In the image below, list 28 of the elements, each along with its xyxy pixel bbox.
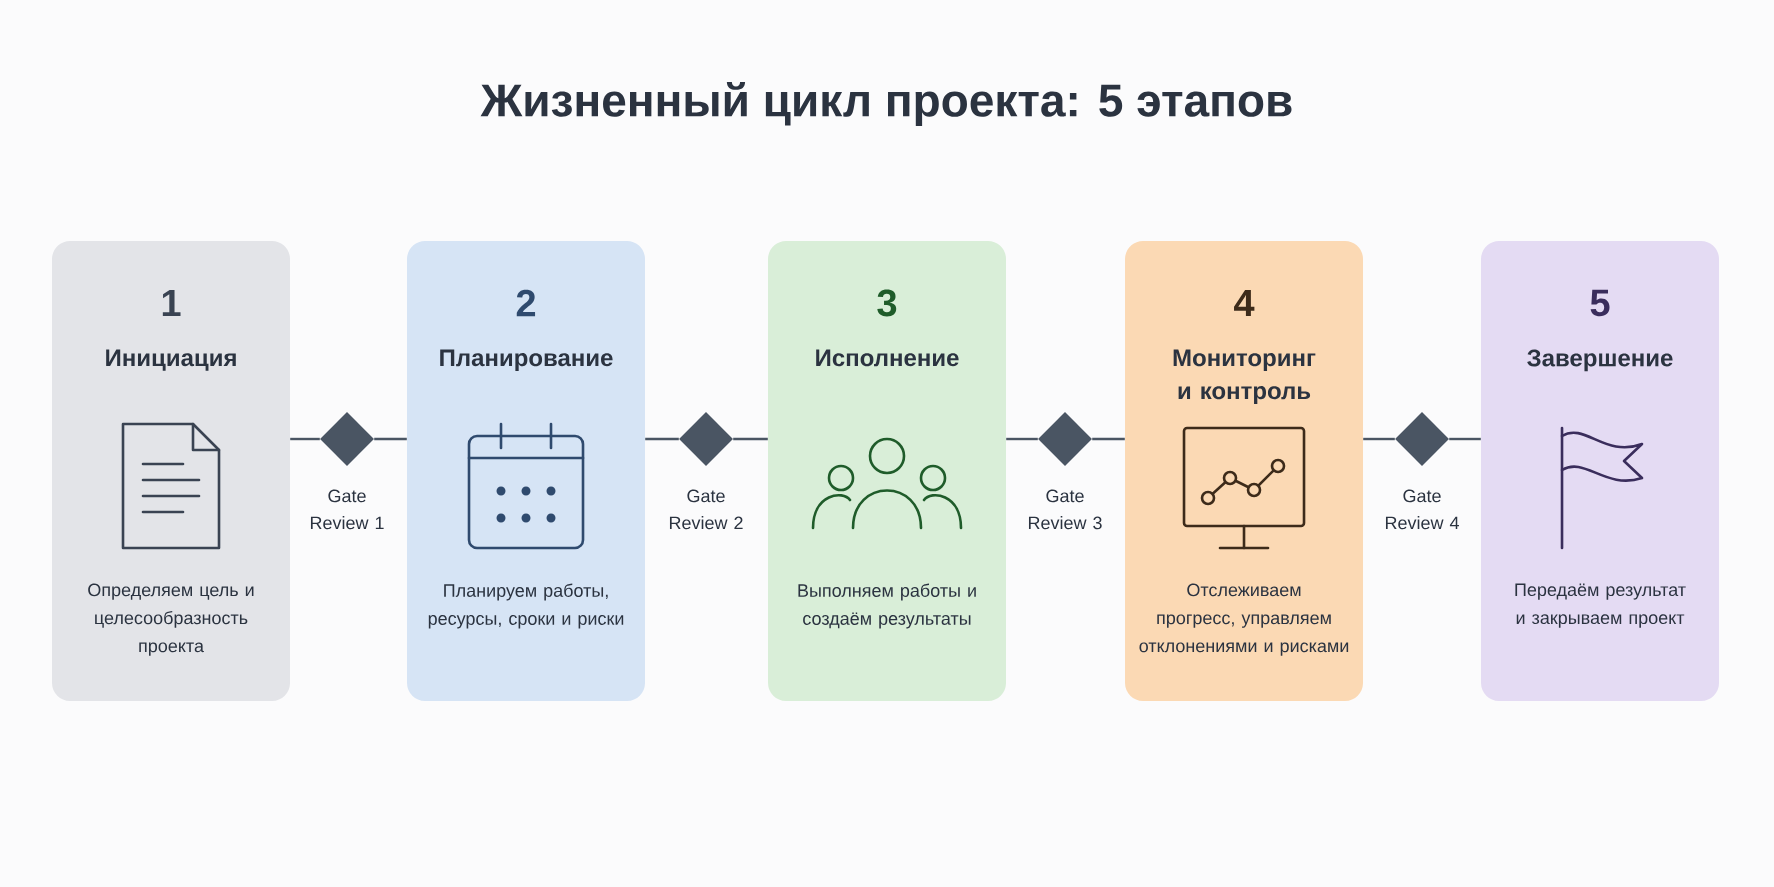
connector-line: [1363, 437, 1395, 441]
stage-title: Планирование: [440, 349, 613, 372]
title: Жизненный цикл проекта: 5 этапов: [480, 82, 1292, 126]
stage-description: Выполняем работы и создаём результаты: [798, 583, 976, 629]
gate-label: Gate Review 3: [1028, 489, 1102, 530]
stage-number: 3: [877, 289, 897, 317]
stage-title: Мониторинг и контроль: [1173, 349, 1316, 405]
stage-number: 2: [516, 289, 536, 317]
connector-line: [1006, 437, 1038, 441]
stage-title: Инициация: [106, 349, 236, 371]
stage-number: 4: [1234, 289, 1255, 317]
gate-label: Gate Review 2: [669, 489, 743, 530]
stage-description: Отслеживаем прогресс, управляем отклонениями и рисками: [1139, 583, 1349, 656]
connector-line: [1092, 437, 1125, 441]
stage-description: Передаём результат и закрываем проект: [1515, 583, 1686, 628]
connector-line: [290, 437, 320, 441]
stage-description: Планируем работы, ресурсы, сроки и риски: [428, 583, 624, 629]
stage-title: Исполнение: [816, 349, 959, 367]
connector-line: [1449, 437, 1481, 441]
gate-label: Gate Review 1: [310, 489, 384, 530]
connector-line: [374, 437, 407, 441]
stage-number: 1: [162, 289, 181, 317]
stage-description: Определяем цель и целесообразность проекта: [88, 583, 254, 656]
stage-title: Завершение: [1527, 349, 1673, 372]
stage-number: 5: [1590, 289, 1610, 317]
connector-line: [733, 437, 768, 441]
gate-label: Gate Review 4: [1386, 489, 1459, 530]
connector-line: [645, 437, 679, 441]
